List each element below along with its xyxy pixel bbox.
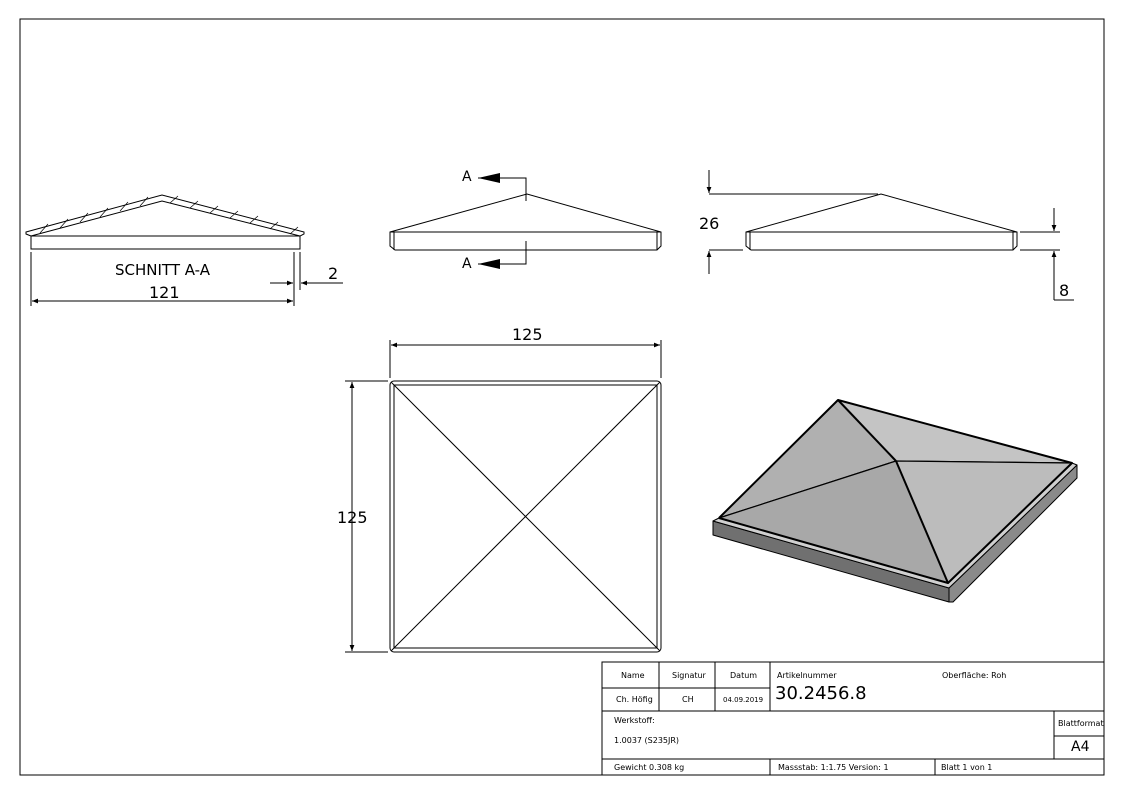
dim-top-width: 125 xyxy=(512,325,543,344)
side-view xyxy=(706,170,1074,301)
dim-section-width: 121 xyxy=(149,283,180,302)
isometric-view xyxy=(712,399,1078,603)
tb-name: Ch. Höfig xyxy=(616,695,653,704)
section-view xyxy=(25,194,343,306)
top-view xyxy=(345,340,662,653)
tb-header-datum: Datum xyxy=(730,671,758,680)
section-title: SCHNITT A-A xyxy=(115,261,211,279)
tb-header-signatur: Signatur xyxy=(672,671,706,680)
title-block xyxy=(601,661,1105,776)
front-view xyxy=(389,173,662,269)
section-marker-bottom: A xyxy=(462,256,472,272)
dim-front-height: 26 xyxy=(699,214,720,233)
tb-artikel-label: Artikelnummer xyxy=(777,671,837,680)
tb-werkstoff-label: Werkstoff: xyxy=(614,716,655,725)
tb-blatt: Blatt 1 von 1 xyxy=(941,763,993,772)
section-marker-top: A xyxy=(462,169,472,185)
tb-massstab: Massstab: 1:1.75 Version: 1 xyxy=(778,763,889,772)
tb-blattformat-label: Blattformat xyxy=(1058,719,1104,728)
tb-oberflaeche: Oberfläche: Roh xyxy=(942,671,1007,680)
dim-rim-height: 8 xyxy=(1059,281,1070,300)
tb-gewicht: Gewicht 0.308 kg xyxy=(614,763,685,772)
sheet-border xyxy=(19,18,1105,776)
section-hatch xyxy=(39,195,299,235)
tb-header-name: Name xyxy=(621,671,645,680)
tb-blattformat-value: A4 xyxy=(1071,739,1090,755)
tb-werkstoff-value: 1.0037 (S235JR) xyxy=(614,736,680,745)
dim-top-height: 125 xyxy=(337,508,368,527)
tb-datum: 04.09.2019 xyxy=(723,696,764,704)
tb-artikel-number: 30.2456.8 xyxy=(775,683,867,704)
tb-signatur: CH xyxy=(682,695,694,704)
dim-wall-thickness: 2 xyxy=(328,264,339,283)
